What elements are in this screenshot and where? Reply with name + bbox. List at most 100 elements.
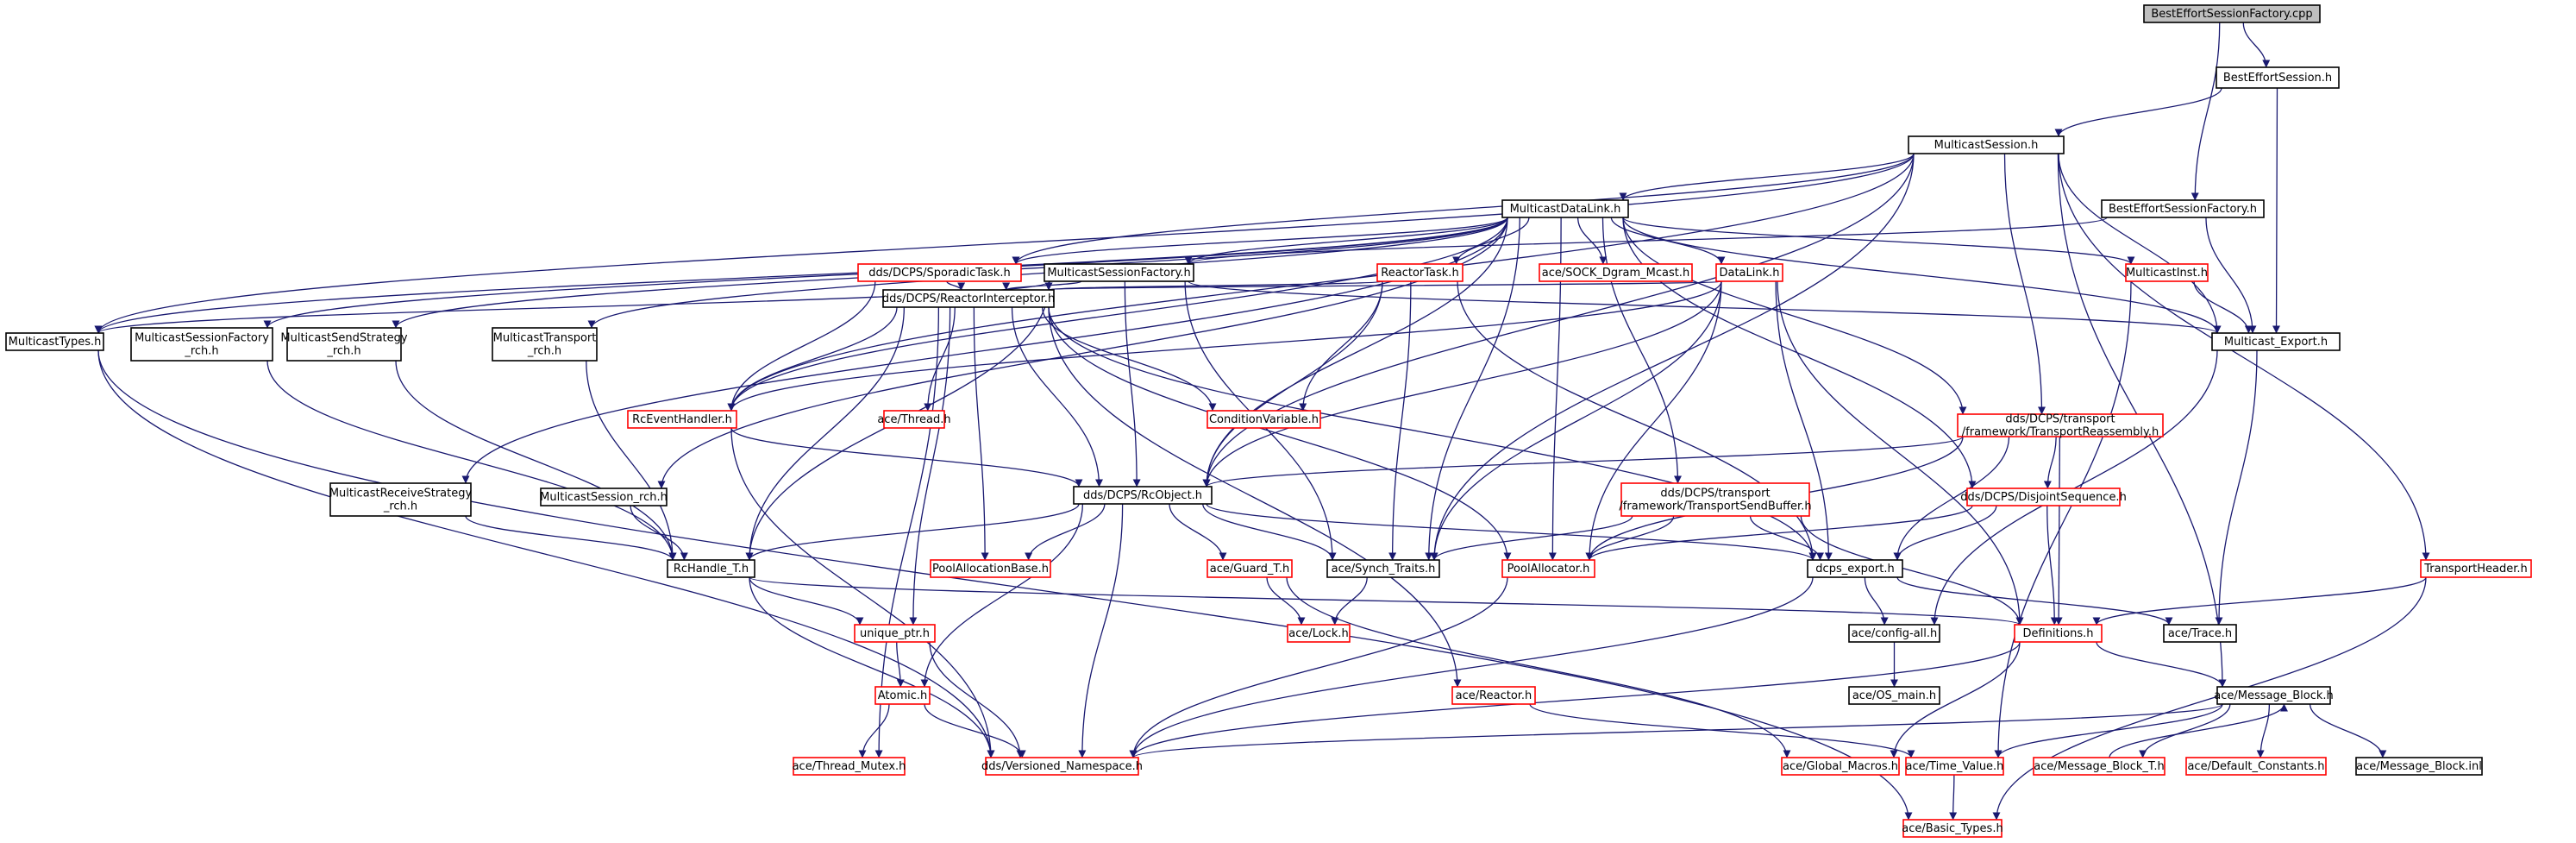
edge-multicastsession-h-to-multicast-export-h [2058, 153, 2222, 334]
edge-multicastsession-rch-h-to-rchandle-t-h [630, 505, 688, 561]
graph-node-atomic-h[interactable]: Atomic.h [874, 686, 931, 705]
edge-multicastdatalink-h-to-rceventhandler-h [727, 217, 1508, 412]
node-label: dds/DCPS/SporadicTask.h [868, 267, 1010, 280]
graph-node-dds-dcps-disjointsequence-h[interactable]: dds/DCPS/DisjointSequence.h [1960, 488, 2127, 506]
graph-node-ace-os-main-h[interactable]: ace/OS_main.h [1848, 686, 1940, 705]
graph-node-multicastsendstrategy-rch-h[interactable]: MulticastSendStrategy_rch.h [280, 327, 408, 362]
node-label: dds/DCPS/transport [1660, 488, 1770, 500]
graph-node-multicastreceivestrategy-rch-h[interactable]: MulticastReceiveStrategy_rch.h [329, 482, 473, 517]
edge-besteffortsessionfactory-h-to-multicastsessionfactory-h [1184, 217, 2108, 265]
edge-multicastsession-h-to-dds-dcps-sporadictask-h [1012, 153, 1915, 265]
edge-reactortask-h-to-dds-dcps-rcobject-h [1202, 280, 1383, 488]
node-label: ace/Global_Macros.h [1783, 760, 1898, 773]
node-label: ace/Message_Block_T.h [2034, 760, 2164, 773]
graph-node-multicastsessionfactory-h[interactable]: MulticastSessionFactory.h [1044, 263, 1194, 282]
graph-node-ace-message-block-h[interactable]: ace/Message_Block.h [2214, 686, 2334, 705]
graph-node-conditionvariable-h[interactable]: ConditionVariable.h [1207, 410, 1321, 429]
edge-dds-dcps-transport-framework-transportsendbuffer-h-to-poolallocator-h [1585, 515, 1675, 561]
node-box [1715, 263, 1783, 282]
graph-node-rchandle-t-h[interactable]: RcHandle_T.h [667, 559, 755, 578]
node-label: ace/Default_Constants.h [2187, 760, 2324, 773]
node-label: MulticastReceiveStrategy [329, 488, 473, 500]
node-label: MulticastSession_rch.h [540, 491, 668, 504]
graph-node-multicastinst-h[interactable]: MulticastInst.h [2125, 263, 2209, 282]
edge-multicast-export-h-to-ace-config-all-h [1930, 349, 2218, 626]
graph-node-ace-message-block-t-h[interactable]: ace/Message_Block_T.h [2033, 757, 2165, 776]
node-box [2420, 559, 2532, 578]
graph-node-ace-thread-mutex-h[interactable]: ace/Thread_Mutex.h [793, 757, 906, 776]
graph-node-dds-dcps-transport-framework-transportreassembly-h[interactable]: dds/DCPS/transport/framework/TransportRe… [1957, 413, 2164, 439]
node-box [882, 289, 1055, 308]
node-label: Multicast_Export.h [2224, 336, 2328, 349]
edge-dcps-export-h-to-dds-versioned-namespace-h [1129, 576, 1814, 758]
graph-node-poolallocator-h[interactable]: PoolAllocator.h [1501, 559, 1595, 578]
edge-rchandle-t-h-to-unique-ptr-h [749, 576, 864, 626]
edge-dcps-export-h-to-ace-trace-h [1896, 576, 2173, 626]
edge-definitions-h-to-ace-global-macros-h [1890, 641, 2021, 758]
graph-node-definitions-h[interactable]: Definitions.h [2014, 624, 2103, 643]
graph-node-ace-global-macros-h[interactable]: ace/Global_Macros.h [1781, 757, 1900, 776]
edge-datalink-h-to-ace-synch-traits-h [1430, 280, 1722, 561]
graph-node-ace-time-value-h[interactable]: ace/Time_Value.h [1905, 757, 2004, 776]
node-box [874, 686, 931, 705]
graph-node-ace-config-all-h[interactable]: ace/config-all.h [1848, 624, 1940, 643]
node-box [2143, 4, 2321, 23]
graph-node-multicast-export-h[interactable]: Multicast_Export.h [2211, 332, 2341, 351]
node-box [2216, 686, 2331, 705]
graph-node-poolallocationbase-h[interactable]: PoolAllocationBase.h [930, 559, 1051, 578]
graph-node-besteffortsession-h[interactable]: BestEffortSession.h [2216, 66, 2340, 89]
graph-node-multicastsessionfactory-rch-h[interactable]: MulticastSessionFactory_rch.h [130, 327, 273, 362]
edge-multicastsession-h-to-multicasttypes-h [94, 153, 1915, 334]
graph-node-besteffortsessionfactory-h[interactable]: BestEffortSessionFactory.h [2101, 199, 2265, 218]
graph-node-ace-message-block-inl[interactable]: ace/Message_Block.inl [2355, 757, 2483, 776]
graph-node-transportheader-h[interactable]: TransportHeader.h [2420, 559, 2532, 578]
graph-node-multicasttypes-h[interactable]: MulticastTypes.h [5, 332, 104, 351]
edge-besteffortsessionfactory-cpp-to-besteffortsession-h [2242, 22, 2271, 68]
graph-node-datalink-h[interactable]: DataLink.h [1715, 263, 1783, 282]
graph-node-ace-reactor-h[interactable]: ace/Reactor.h [1451, 686, 1536, 705]
graph-node-ace-guard-t-h[interactable]: ace/Guard_T.h [1207, 559, 1293, 578]
node-box [2125, 263, 2209, 282]
edge-datalink-h-to-poolallocator-h [1585, 280, 1722, 561]
edge-unique-ptr-h-to-dds-versioned-namespace-h [929, 641, 1025, 758]
graph-node-multicastdatalink-h[interactable]: MulticastDataLink.h [1501, 199, 1629, 218]
node-box [2211, 332, 2341, 351]
node-box [2033, 757, 2165, 776]
edge-dds-dcps-rcobject-h-to-poolallocationbase-h [1025, 503, 1106, 561]
edge-dds-dcps-reactorinterceptor-h-to-rchandle-t-h [745, 306, 906, 561]
edge-ace-message-block-t-h-to-ace-message-block-h [2109, 703, 2288, 758]
graph-node-ace-trace-h[interactable]: ace/Trace.h [2163, 624, 2237, 643]
edge-reactortask-h-to-dds-dcps-reactorinterceptor-h [1045, 280, 1383, 291]
node-box [2163, 624, 2237, 643]
node-label: PoolAllocationBase.h [932, 563, 1049, 576]
edge-dds-dcps-reactorinterceptor-h-to-ace-reactor-h [1048, 306, 1462, 688]
edge-ace-message-block-h-to-ace-default-constants-h [2256, 703, 2271, 758]
edge-besteffortsessionfactory-cpp-to-besteffortsessionfactory-h [2191, 22, 2221, 201]
graph-node-rceventhandler-h[interactable]: RcEventHandler.h [627, 410, 737, 429]
graph-node-reactortask-h[interactable]: ReactorTask.h [1376, 263, 1463, 282]
graph-node-unique-ptr-h[interactable]: unique_ptr.h [854, 624, 936, 643]
edge-multicastreceivestrategy-rch-h-to-rchandle-t-h [465, 515, 677, 561]
graph-node-multicastsession-rch-h[interactable]: MulticastSession_rch.h [540, 488, 668, 506]
graph-node-ace-thread-h[interactable]: ace/Thread.h [877, 410, 951, 429]
graph-node-multicasttransport-rch-h[interactable]: MulticastTransport_rch.h [492, 327, 598, 362]
node-label: BestEffortSession.h [2223, 72, 2332, 85]
edge-multicasttypes-h-to-ace-basic-types-h [97, 349, 1913, 821]
edge-dds-dcps-disjointsequence-h-to-poolallocator-h [1585, 505, 1973, 561]
edge-dds-dcps-reactorinterceptor-h-to-unique-ptr-h [909, 306, 951, 626]
graph-node-ace-lock-h[interactable]: ace/Lock.h [1287, 624, 1351, 643]
graph-node-dds-dcps-reactorinterceptor-h[interactable]: dds/DCPS/ReactorInterceptor.h [882, 289, 1055, 308]
graph-node-ace-basic-types-h[interactable]: ace/Basic_Types.h [1902, 819, 2003, 838]
edge-ace-guard-t-h-to-ace-global-macros-h [1286, 576, 1791, 758]
graph-node-dds-versioned-namespace-h[interactable]: dds/Versioned_Namespace.h [981, 757, 1143, 776]
graph-node-dds-dcps-transport-framework-transportsendbuffer-h[interactable]: dds/DCPS/transport/framework/TransportSe… [1619, 482, 1812, 517]
graph-node-ace-synch-traits-h[interactable]: ace/Synch_Traits.h [1326, 559, 1440, 578]
graph-node-ace-default-constants-h[interactable]: ace/Default_Constants.h [2185, 757, 2327, 776]
graph-node-dcps-export-h[interactable]: dcps_export.h [1807, 559, 1903, 578]
graph-node-ace-sock-dgram-mcast-h[interactable]: ace/SOCK_Dgram_Mcast.h [1539, 263, 1693, 282]
graph-node-dds-dcps-rcobject-h[interactable]: dds/DCPS/RcObject.h [1073, 486, 1213, 505]
graph-node-dds-dcps-sporadictask-h[interactable]: dds/DCPS/SporadicTask.h [857, 263, 1022, 282]
graph-node-besteffortsessionfactory-cpp[interactable]: BestEffortSessionFactory.cpp [2143, 4, 2321, 23]
graph-node-multicastsession-h[interactable]: MulticastSession.h [1908, 135, 2065, 154]
